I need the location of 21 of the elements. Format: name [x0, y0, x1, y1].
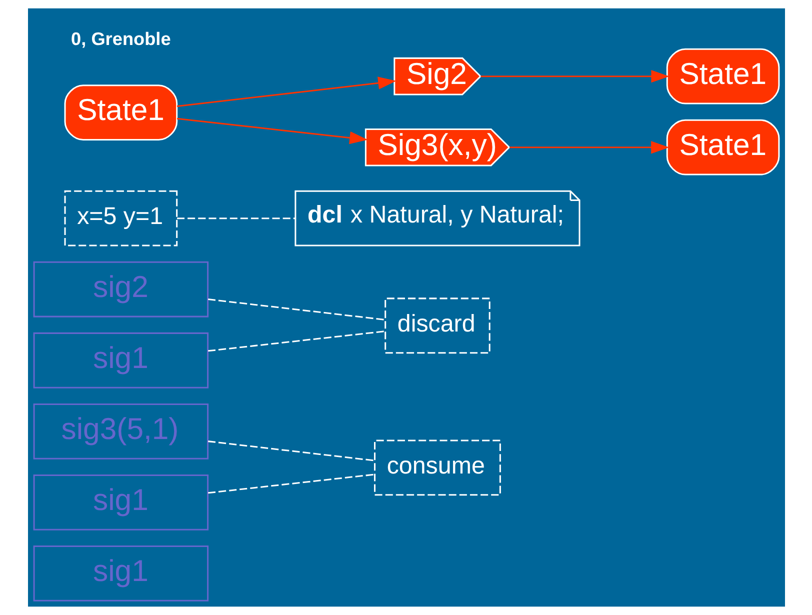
node-box: discard — [384, 298, 490, 354]
connector — [208, 330, 385, 352]
connector — [208, 298, 385, 320]
node-box: sig2 — [32, 261, 208, 318]
connector — [208, 474, 374, 494]
arrow — [176, 118, 368, 144]
node-box: State1 — [64, 84, 178, 141]
node-box: sig1 — [32, 474, 208, 530]
node-box: State1 — [666, 119, 780, 176]
arrow — [176, 76, 396, 108]
node-box: sig1 — [32, 545, 208, 602]
node-box: sig3(5,1) — [32, 403, 208, 460]
node-box: consume — [374, 440, 500, 496]
connector — [176, 218, 295, 220]
arrow — [480, 70, 669, 83]
node-box: State1 — [666, 48, 780, 104]
label: 0, Grenoble — [70, 28, 170, 49]
node-box: sig1 — [32, 332, 208, 388]
node-box: x=5 y=1 — [64, 190, 178, 246]
arrow — [509, 140, 669, 154]
connector — [208, 440, 374, 462]
